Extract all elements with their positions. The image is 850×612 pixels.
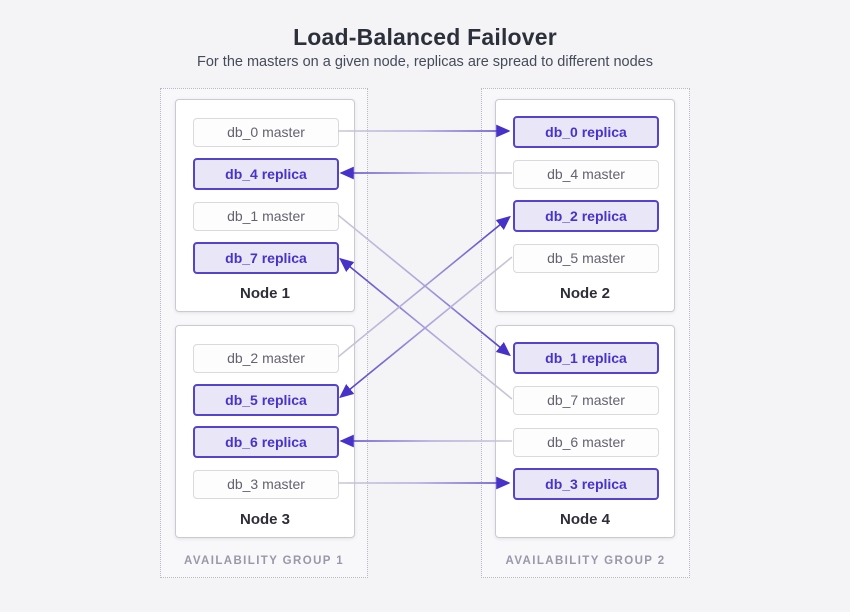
node-label: Node 2 bbox=[559, 285, 610, 302]
node-label: Node 3 bbox=[239, 511, 290, 528]
db-item-master: db_2 master bbox=[193, 343, 339, 373]
db-item-replica: db_3 replica bbox=[513, 468, 659, 500]
availability-group-label: AVAILABILITY GROUP 1 bbox=[183, 555, 345, 567]
db-item-replica: db_4 replica bbox=[193, 158, 339, 190]
db-item-replica: db_1 replica bbox=[513, 342, 659, 374]
db-item-master: db_6 master bbox=[513, 427, 659, 457]
page-title: Load-Balanced Failover bbox=[293, 24, 557, 50]
db-item-replica: db_5 replica bbox=[193, 384, 339, 416]
db-item-master: db_5 master bbox=[513, 243, 659, 273]
db-item-master: db_3 master bbox=[193, 469, 339, 499]
availability-group-label: AVAILABILITY GROUP 2 bbox=[505, 555, 666, 567]
node-label: Node 4 bbox=[559, 511, 610, 528]
db-item-master: db_0 master bbox=[193, 117, 339, 147]
node-card-node1: db_0 master db_4 replica db_1 master db_7 r… bbox=[175, 99, 355, 312]
node-card-node2: db_0 replica db_4 master db_2 replica db_5 … bbox=[495, 99, 675, 312]
node-card-node4: db_1 replica db_7 master db_6 master db_3 r… bbox=[495, 325, 675, 538]
node-label: Node 1 bbox=[239, 285, 290, 302]
db-item-replica: db_2 replica bbox=[513, 200, 659, 232]
db-item-replica: db_7 replica bbox=[193, 242, 339, 274]
page-subtitle: For the masters on a given node, replica… bbox=[197, 54, 653, 70]
db-item-replica: db_6 replica bbox=[193, 426, 339, 458]
node-card-node3: db_2 master db_5 replica db_6 replica db_3 … bbox=[175, 325, 355, 538]
db-item-master: db_7 master bbox=[513, 385, 659, 415]
db-item-master: db_1 master bbox=[193, 201, 339, 231]
db-item-master: db_4 master bbox=[513, 159, 659, 189]
db-item-replica: db_0 replica bbox=[513, 116, 659, 148]
